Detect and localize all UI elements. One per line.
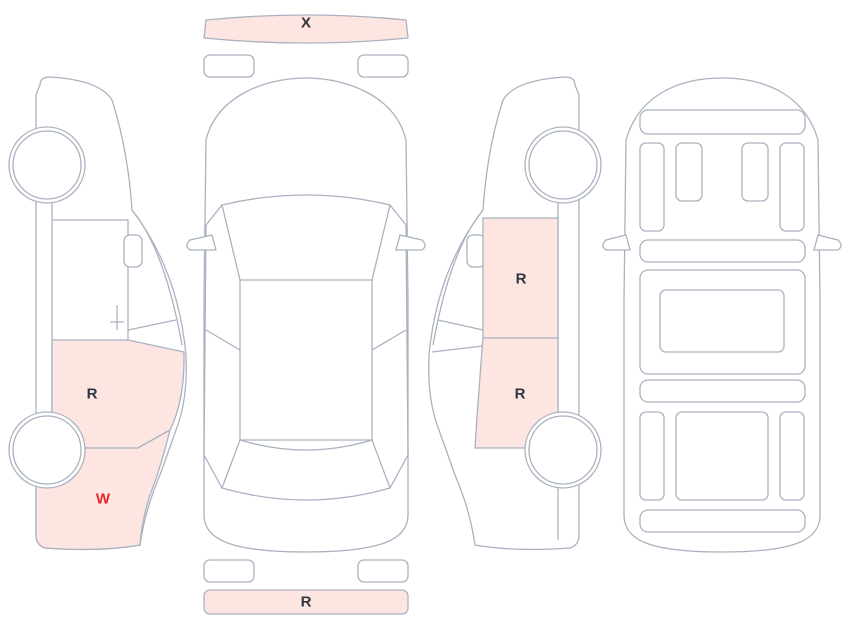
left-rear-quarter-code: W (96, 491, 111, 508)
left-mirror-side (123, 234, 143, 268)
right-mirror (395, 234, 426, 251)
rear-bumper-part[interactable] (203, 589, 409, 615)
right-front-wheel (524, 126, 602, 204)
right-side-line (405, 224, 409, 456)
rear-bench (675, 411, 769, 501)
front-right-light (357, 54, 409, 78)
left-front-wheel-rim (12, 130, 82, 200)
front-bumper-part[interactable] (203, 14, 409, 44)
rear-left-light (203, 559, 255, 583)
right-pillar (437, 319, 484, 331)
trunk-right (389, 454, 409, 489)
right-pillar2 (431, 345, 484, 353)
right-mirror-side (466, 234, 486, 268)
top-view (186, 14, 426, 615)
car-body-top (203, 77, 409, 553)
right-front-door-code: R (516, 271, 527, 288)
right-rear-wheel (524, 411, 602, 489)
left-side-line (203, 224, 207, 456)
rear-window (221, 439, 391, 501)
pillar-right (371, 329, 407, 351)
hood-left-line (205, 204, 223, 226)
left-door-handle (110, 305, 124, 330)
rear-right-seat-side (779, 411, 805, 501)
middle-console (659, 289, 785, 353)
middle-bar-2 (639, 379, 806, 403)
hood-right-line (389, 204, 407, 226)
left-rear-door-code: R (87, 386, 98, 403)
roof (239, 280, 373, 441)
left-mirror (186, 234, 217, 251)
left-front-wheel (8, 126, 86, 204)
right-rear-door-part[interactable] (474, 337, 559, 449)
left-window-diag (131, 209, 183, 346)
left-window-line (52, 219, 129, 340)
windshield (221, 194, 391, 281)
front-right-seat-side (779, 142, 805, 232)
left-side-view (8, 76, 187, 551)
right-rear-door-code: R (515, 386, 526, 403)
rear-bumper-code: R (301, 594, 312, 611)
interior-view (602, 77, 842, 553)
middle-bar-1 (639, 239, 806, 263)
front-bumper-code: X (301, 15, 311, 32)
left-rear-wheel-rim (12, 415, 82, 485)
trunk-bar (639, 509, 806, 533)
interior-left-mirror (602, 234, 631, 251)
right-front-wheel-rim (528, 130, 598, 200)
damage-labels: X R R W R R (87, 15, 527, 611)
right-window-diag (432, 209, 484, 346)
interior-right-mirror (813, 234, 842, 251)
dashboard (639, 109, 806, 135)
front-left-seat (675, 142, 703, 202)
left-pillar (127, 319, 177, 331)
front-left-seat-side (639, 142, 665, 232)
left-rear-wheel (8, 411, 86, 489)
right-side-view (428, 76, 602, 551)
rear-left-seat-side (639, 411, 665, 501)
pillar-left (205, 329, 241, 351)
rear-right-light (357, 559, 409, 583)
front-right-seat (741, 142, 769, 202)
right-rear-wheel-rim (528, 415, 598, 485)
trunk-left (203, 454, 223, 489)
front-left-light (203, 54, 255, 78)
